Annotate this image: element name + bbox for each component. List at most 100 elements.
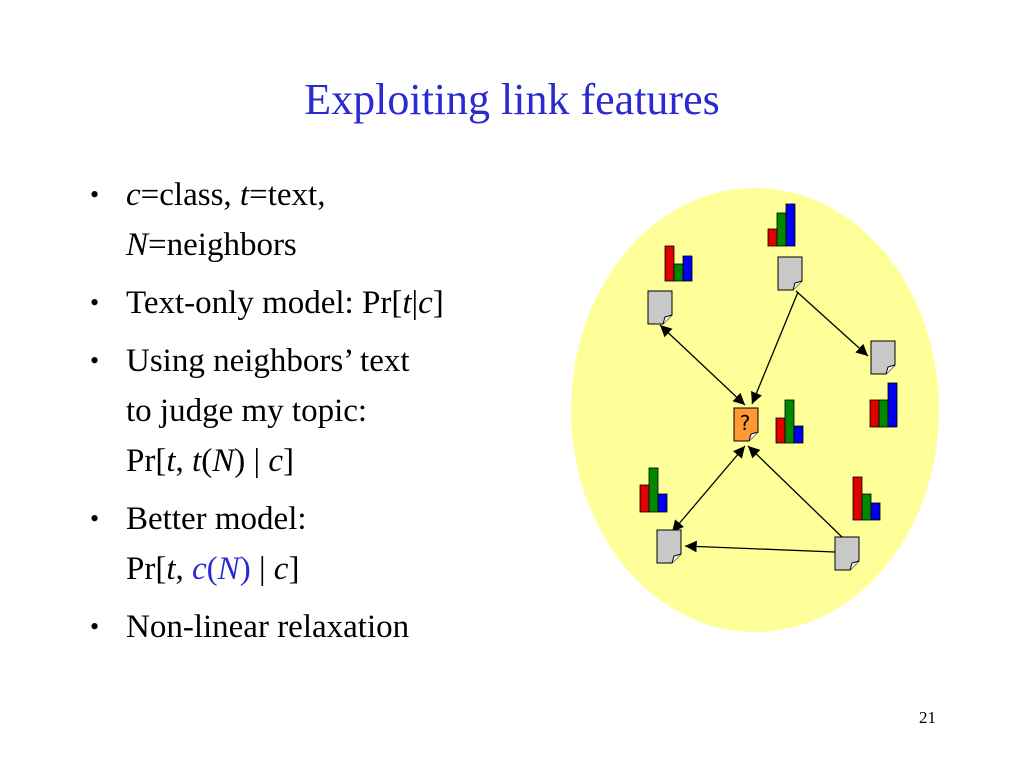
histogram-bar xyxy=(785,203,796,247)
bottom-right-histogram xyxy=(852,476,881,521)
bullet-text: , xyxy=(175,443,193,479)
bullet-text: c xyxy=(273,551,289,587)
bullet-text: N xyxy=(217,551,240,587)
edge-top-center xyxy=(751,291,799,405)
left-histogram xyxy=(664,245,693,282)
bullet-dot: • xyxy=(90,346,100,375)
histogram-bar xyxy=(776,212,787,247)
histogram-bar xyxy=(657,493,668,513)
bullet-item: •c=class, t=text,N=neighbors xyxy=(90,170,570,270)
bullet-line: to judge my topic: xyxy=(126,386,570,436)
histogram-bar xyxy=(869,399,880,428)
bullet-text: to judge my topic: xyxy=(126,393,368,429)
histogram-bar xyxy=(664,245,675,282)
right-doc xyxy=(870,340,896,375)
bullet-line: N=neighbors xyxy=(126,220,570,270)
edge-bottomright-center xyxy=(747,445,844,539)
bullet-list: •c=class, t=text,N=neighbors•Text-only m… xyxy=(90,170,570,652)
bullet-text: N xyxy=(212,443,235,479)
bullet-text: | xyxy=(411,285,419,321)
bullet-text: | xyxy=(250,551,274,587)
bottom-left-doc xyxy=(656,529,682,564)
neighborhood-ellipse xyxy=(571,188,939,632)
document-icon xyxy=(777,256,803,291)
bullet-text: Text-only model: Pr[ xyxy=(126,285,403,321)
document-icon xyxy=(647,290,673,325)
slide-title: Exploiting link features xyxy=(304,75,720,124)
histogram-bar xyxy=(767,228,778,247)
page-fold-icon xyxy=(671,553,682,564)
histogram-bar xyxy=(784,399,795,444)
page-fold-icon xyxy=(849,560,860,571)
histogram-bar xyxy=(648,467,659,513)
bullet-text: Pr[ xyxy=(126,551,167,587)
document-icon xyxy=(870,340,896,375)
edge-group xyxy=(659,290,869,553)
bullet-text: =neighbors xyxy=(148,227,297,263)
document-group: ? xyxy=(647,256,896,571)
bullet-item: • Better model: Pr[t, c(N) | c] xyxy=(90,494,570,594)
bullet-text: t xyxy=(239,177,250,213)
top-doc xyxy=(777,256,803,291)
bullet-text: ] xyxy=(432,285,444,321)
page-fold-icon xyxy=(792,280,803,291)
bullet-line: Using neighbors’ text xyxy=(126,336,570,386)
histogram-bar xyxy=(861,493,872,521)
edge-bottomright-bottomleft xyxy=(684,540,836,553)
bullet-text: c xyxy=(418,285,433,321)
histogram-bar xyxy=(682,255,693,282)
histogram-bar xyxy=(673,263,684,282)
bullet-item: • Text-only model: Pr[t|c] xyxy=(90,278,570,328)
bullet-dot: • xyxy=(90,504,100,533)
bullet-item: • Non-linear relaxation xyxy=(90,602,570,652)
bullet-text: =class, xyxy=(140,177,240,213)
bullet-text: =text, xyxy=(249,177,326,213)
edge-top-right xyxy=(795,290,869,357)
bullet-text: ) | xyxy=(234,443,269,479)
histogram-group xyxy=(639,203,898,521)
bullet-line: Pr[t, c(N) | c] xyxy=(126,544,570,594)
histogram-bar xyxy=(887,382,898,428)
bullet-text: ( xyxy=(201,443,213,479)
bullet-text: N xyxy=(126,227,149,263)
bullet-text: Better model: xyxy=(126,501,307,537)
bullet-text: t xyxy=(166,551,176,587)
document-icon xyxy=(656,529,682,564)
bullet-text: t xyxy=(402,285,412,321)
right-histogram xyxy=(869,382,898,428)
slide-number: 21 xyxy=(919,708,936,727)
page-fold-icon xyxy=(748,431,759,442)
bullet-text: t xyxy=(192,443,202,479)
bullet-dot: • xyxy=(90,180,100,209)
page-fold-icon xyxy=(885,364,896,375)
bullet-dot: • xyxy=(90,612,100,641)
bullet-text: t xyxy=(166,443,176,479)
center-histogram xyxy=(775,399,804,444)
bullet-text: c xyxy=(192,551,207,587)
bullet-text: c xyxy=(126,177,141,213)
histogram-bar xyxy=(870,502,881,521)
bullet-dot: • xyxy=(90,288,100,317)
bullet-text: ( xyxy=(206,551,218,587)
bullet-line: Non-linear relaxation xyxy=(126,602,570,652)
histogram-bar xyxy=(639,484,650,513)
bullet-text: Non-linear relaxation xyxy=(126,609,410,645)
bullet-text: ] xyxy=(282,443,294,479)
top-histogram xyxy=(767,203,796,247)
bullet-text: c xyxy=(268,443,283,479)
document-icon xyxy=(834,536,860,571)
edge-center-bottomleft xyxy=(671,445,746,533)
bullet-line: Text-only model: Pr[t|c] xyxy=(126,278,570,328)
bottom-right-doc xyxy=(834,536,860,571)
edge-center-left xyxy=(659,324,746,406)
bullet-line: Pr[t, t(N) | c] xyxy=(126,436,570,486)
center-doc: ? xyxy=(733,407,759,442)
bullet-text: Pr[ xyxy=(126,443,167,479)
bullet-item: • Using neighbors’ text to judge my topic:… xyxy=(90,336,570,486)
bullet-text: ] xyxy=(288,551,300,587)
bullet-text: Using neighbors’ text xyxy=(126,343,410,379)
bullet-line: c=class, t=text, xyxy=(126,170,570,220)
histogram-bar xyxy=(878,399,889,428)
histogram-bar xyxy=(775,417,786,444)
bullet-text: ) xyxy=(239,551,251,587)
